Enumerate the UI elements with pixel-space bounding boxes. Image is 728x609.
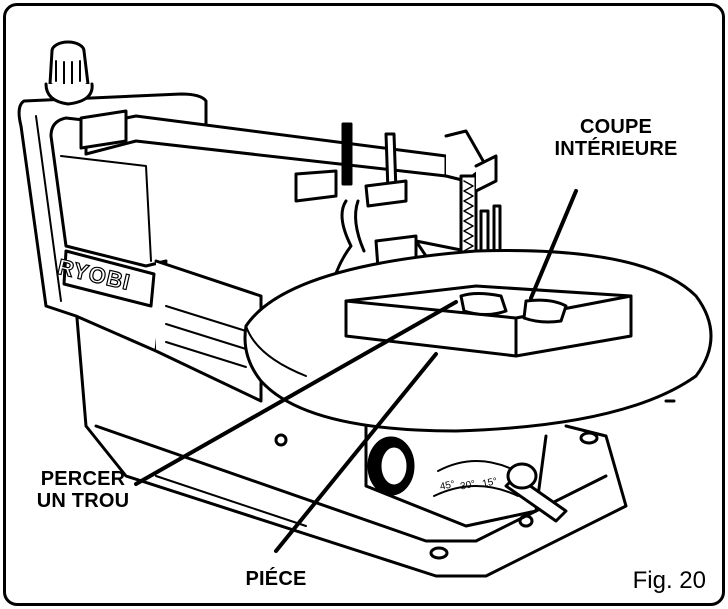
tension-knob — [44, 40, 94, 106]
figure-frame: RYOBI 45° 30° 15° COUPE INTÉRIEURE PERCE… — [3, 3, 725, 606]
scroll-saw-illustration — [17, 40, 713, 578]
figure-number: Fig. 20 — [632, 567, 706, 594]
bevel-mark-15: 15° — [481, 476, 499, 490]
leader-lines — [134, 189, 578, 553]
bevel-trunnion — [364, 424, 568, 528]
drill-hole-label: PERCER UN TROU — [36, 468, 130, 512]
bevel-mark-30: 30° — [459, 478, 477, 493]
upper-arm — [79, 109, 488, 203]
interior-cut-label: COUPE INTÉRIEURE — [554, 116, 678, 160]
bevel-mark-45: 45° — [438, 478, 457, 493]
workpiece-block — [344, 284, 633, 358]
workpiece-label: PIÉCE — [245, 568, 307, 590]
